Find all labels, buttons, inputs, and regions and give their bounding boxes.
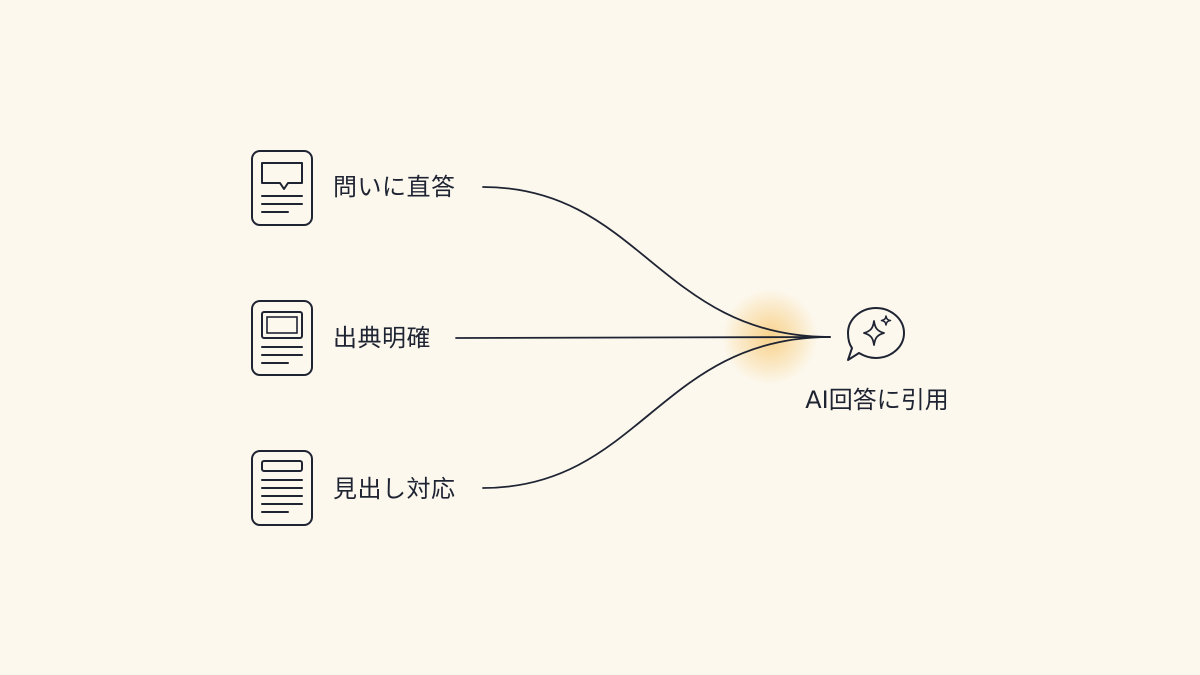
document-speech-bubble-icon — [251, 150, 313, 226]
connector-line-3 — [482, 336, 831, 489]
connector-line-2 — [455, 336, 831, 339]
document-image-icon — [251, 300, 313, 376]
sparkle-chat-bubble-icon — [847, 307, 905, 361]
source-label-clear-citation: 出典明確 — [333, 324, 431, 352]
source-label-heading-match: 見出し対応 — [333, 475, 456, 503]
source-label-direct-answer: 問いに直答 — [333, 173, 456, 201]
connector-line-1 — [482, 186, 831, 338]
target-label-ai-answer-citation: AI回答に引用 — [805, 386, 949, 414]
document-heading-icon — [251, 450, 313, 526]
